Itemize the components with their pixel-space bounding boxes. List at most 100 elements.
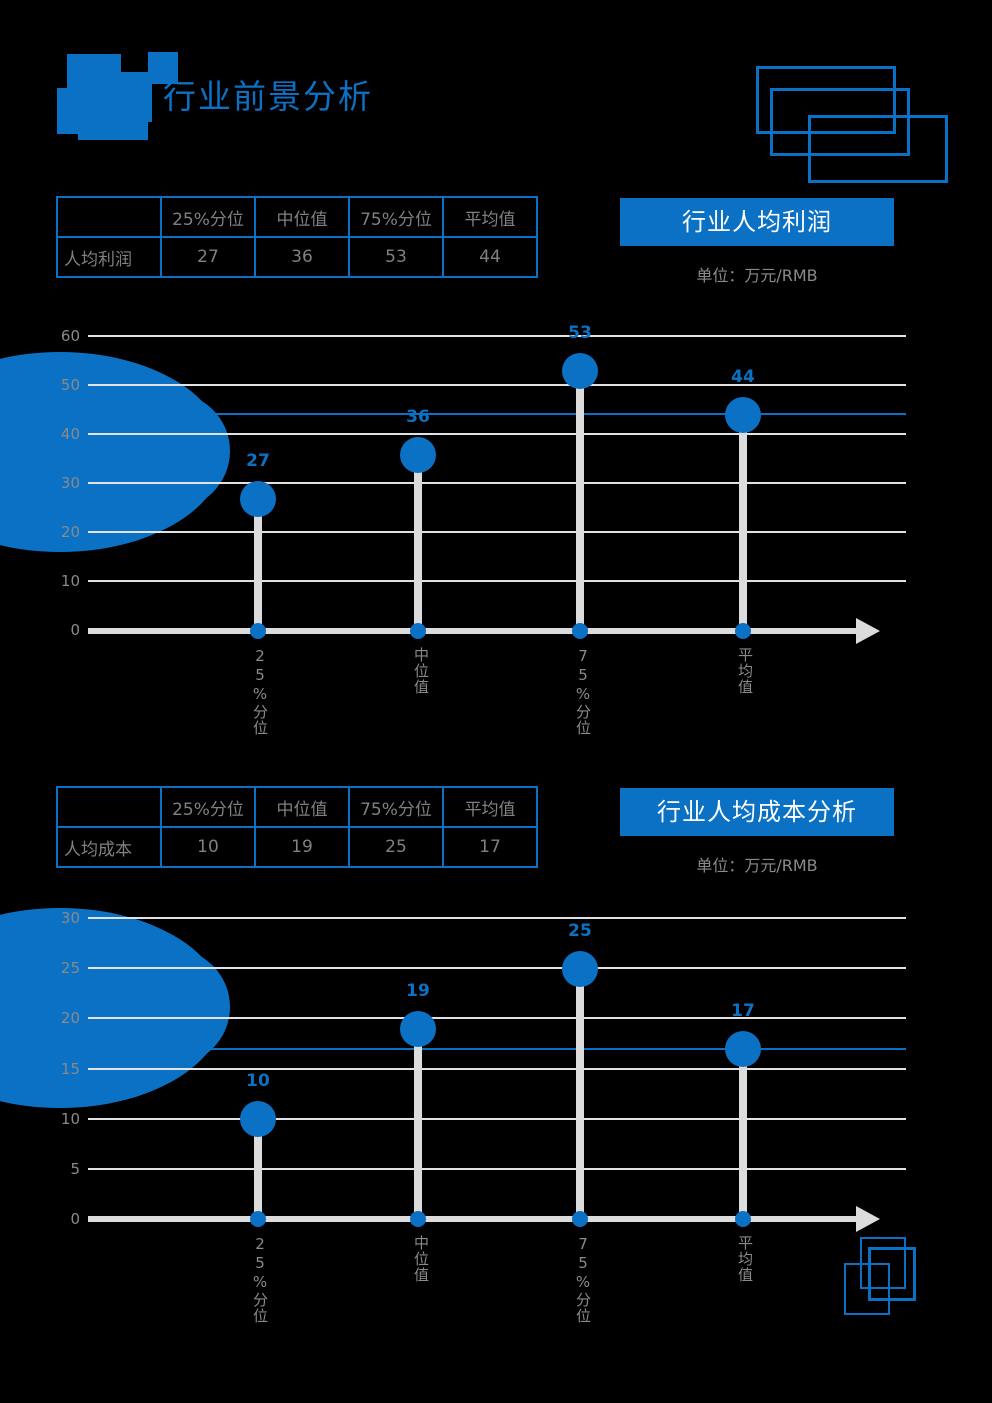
table-header-row: 25%分位 中位值 75%分位 平均值 [56,196,538,238]
cell-q75: 25 [348,826,444,868]
gridline-30 [88,482,906,484]
x-axis-line [88,628,858,634]
decoration-bottom-right [840,1235,950,1330]
base-dot [735,1211,751,1227]
table-corner-cell [56,196,162,238]
ytick-label: 30 [60,474,80,492]
base-dot [250,623,266,639]
ytick-label: 50 [60,376,80,394]
decor-sq-2 [868,1247,916,1301]
stats-table-profit: 25%分位 中位值 75%分位 平均值 人均利润 27 36 53 44 [56,196,538,278]
x-axis-line [88,1216,858,1222]
decoration-top-right [740,58,948,183]
page-title: 行业前景分析 [163,77,373,116]
gridline-60 [88,335,906,337]
section-badge-profit: 行业人均利润 [620,198,894,246]
stem [254,498,262,631]
data-label: 27 [246,451,270,471]
data-point-marker [725,397,761,433]
cell-mean: 17 [442,826,538,868]
data-label: 36 [406,407,430,427]
decor-sq-3 [844,1263,890,1315]
decor-square [148,52,178,84]
base-dot [250,1211,266,1227]
stem [414,1045,422,1219]
ytick-label: 5 [70,1160,80,1178]
row-label: 人均利润 [56,236,162,278]
decorative-blob-small [110,392,230,510]
base-dot [410,1211,426,1227]
cell-median: 19 [254,826,350,868]
decor-square [100,72,152,122]
ytick-label: 15 [60,1060,80,1078]
ytick-label: 10 [60,1110,80,1128]
decor-square [78,118,148,140]
data-label: 19 [406,981,430,1001]
ytick-label: 25 [60,959,80,977]
x-category-label: 平均值 [736,647,754,695]
stem [414,453,422,631]
data-label: 53 [568,323,592,343]
section-unit-cost: 单位：万元/RMB [696,856,818,875]
decor-rect-2 [770,88,910,156]
column-header-q75: 75%分位 [348,786,444,828]
stem [739,1065,747,1219]
data-label: 44 [731,367,755,387]
cell-q75: 53 [348,236,444,278]
ytick-label: 30 [60,909,80,927]
section-badge-cost: 行业人均成本分析 [620,788,894,836]
gridline-25 [88,967,906,969]
x-category-label: 平均值 [736,1235,754,1283]
base-dot [572,1211,588,1227]
data-point-marker [240,1101,276,1137]
column-header-q75: 75%分位 [348,196,444,238]
table-header-row: 25%分位 中位值 75%分位 平均值 [56,786,538,828]
gridline-20 [88,531,906,533]
base-dot [735,623,751,639]
x-category-label: 75%分位 [574,1235,592,1324]
stem [739,414,747,631]
ytick-label: 40 [60,425,80,443]
stats-table-cost: 25%分位 中位值 75%分位 平均值 人均成本 10 19 25 17 [56,786,538,868]
chart-cost: 30 25 20 15 10 5 0 10 19 25 17 25%分位 中位值… [0,900,992,1324]
column-header-median: 中位值 [254,786,350,828]
data-label: 17 [731,1001,755,1021]
cell-q25: 10 [160,826,256,868]
data-point-marker [400,1011,436,1047]
decor-rect-1 [756,66,896,134]
ytick-label: 0 [70,1210,80,1228]
gridline-10 [88,1118,906,1120]
chart-profit: 60 50 40 30 20 10 0 27 36 53 44 25%分位 中位… [0,320,992,740]
mean-reference-line [88,413,906,415]
header-decoration-blocks [0,0,250,160]
gridline-15 [88,1068,906,1070]
x-category-label: 中位值 [412,1235,430,1283]
stem [576,370,584,631]
column-header-q25: 25%分位 [160,786,256,828]
gridline-5 [88,1168,906,1170]
ytick-label: 0 [70,621,80,639]
data-point-marker [562,353,598,389]
x-category-label: 25%分位 [251,1235,269,1324]
table-row: 人均利润 27 36 53 44 [56,236,538,278]
x-category-label: 75%分位 [574,647,592,736]
column-header-mean: 平均值 [442,196,538,238]
stem [254,1135,262,1219]
row-label: 人均成本 [56,826,162,868]
column-header-q25: 25%分位 [160,196,256,238]
decor-rect-3 [808,115,948,183]
x-category-label: 中位值 [412,647,430,695]
ytick-label: 20 [60,1009,80,1027]
gridline-10 [88,580,906,582]
base-dot [572,623,588,639]
ytick-label: 20 [60,523,80,541]
table-row: 人均成本 10 19 25 17 [56,826,538,868]
base-dot [410,623,426,639]
ytick-label: 60 [60,327,80,345]
column-header-mean: 平均值 [442,786,538,828]
x-axis-arrow-icon [856,1206,880,1232]
data-point-marker [400,437,436,473]
ytick-label: 10 [60,572,80,590]
data-point-marker [562,951,598,987]
